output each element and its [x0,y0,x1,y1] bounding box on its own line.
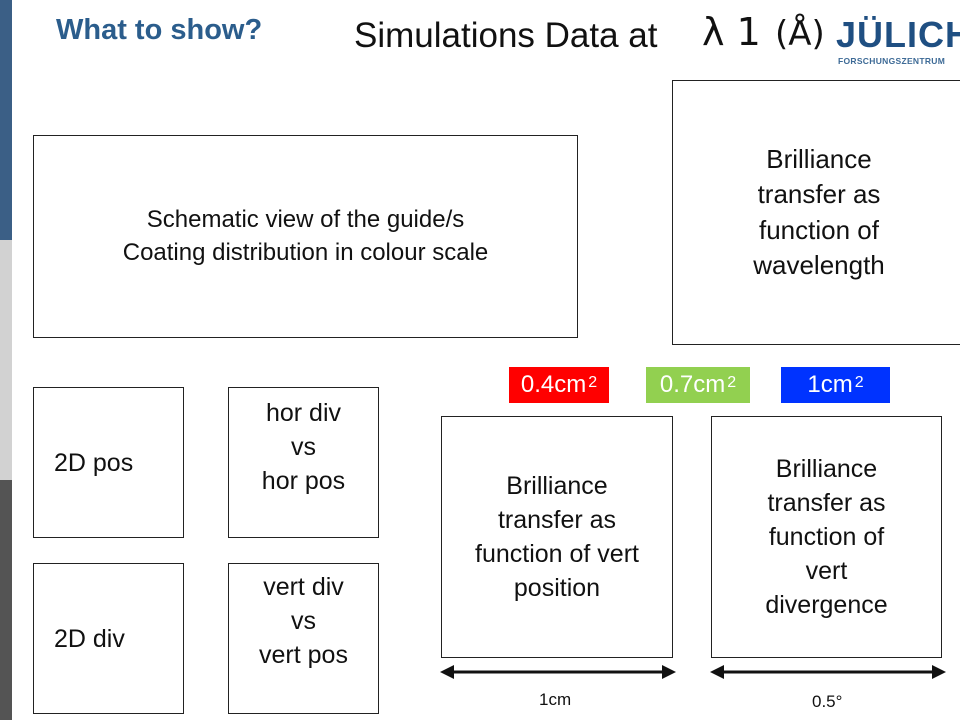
area-tag-exponent: 2 [588,374,598,391]
divergence-span-label: 0.5° [812,692,843,711]
julich-logo: JÜLICH [836,14,960,55]
side-accent-bar-bottom [0,480,12,720]
brilliance-vert-divergence-panel: Brilliance transfer as function of vert … [711,416,942,658]
vert-div-vs-pos-panel: vert div vs vert pos [228,563,379,714]
hor-div-vs-pos-panel: hor div vs hor pos [228,387,379,538]
area-tag-value: 1cm [807,371,853,398]
pos-2d-panel: 2D pos [33,387,184,538]
brilliance-vert-position-panel: Brilliance transfer as function of vert … [441,416,673,658]
side-accent-bar-top [0,0,12,240]
position-span-label: 1cm [539,690,572,709]
wavelength-unit: (Å) [775,14,825,54]
area-tag-value: 0.7cm [659,371,726,398]
area-tag-exponent: 2 [727,374,737,391]
area-tag-exponent: 2 [854,374,864,391]
brilliance-wavelength-panel: Brilliance transfer as function of wavel… [672,80,960,345]
divergence-span-arrow-icon [710,665,946,679]
wavelength-symbol: λ 1 [702,10,761,54]
div-2d-panel: 2D div [33,563,184,714]
slide-title: Simulations Data at [354,16,658,55]
julich-logo-subtitle: FORSCHUNGSZENTRUM [838,56,946,66]
area-tag-value: 0.4cm [520,371,587,398]
side-accent-bar-middle [0,240,12,480]
slide-heading: What to show? [56,14,263,46]
schematic-panel: Schematic view of the guide/s Coating di… [33,135,578,338]
position-span-arrow-icon [440,665,676,679]
